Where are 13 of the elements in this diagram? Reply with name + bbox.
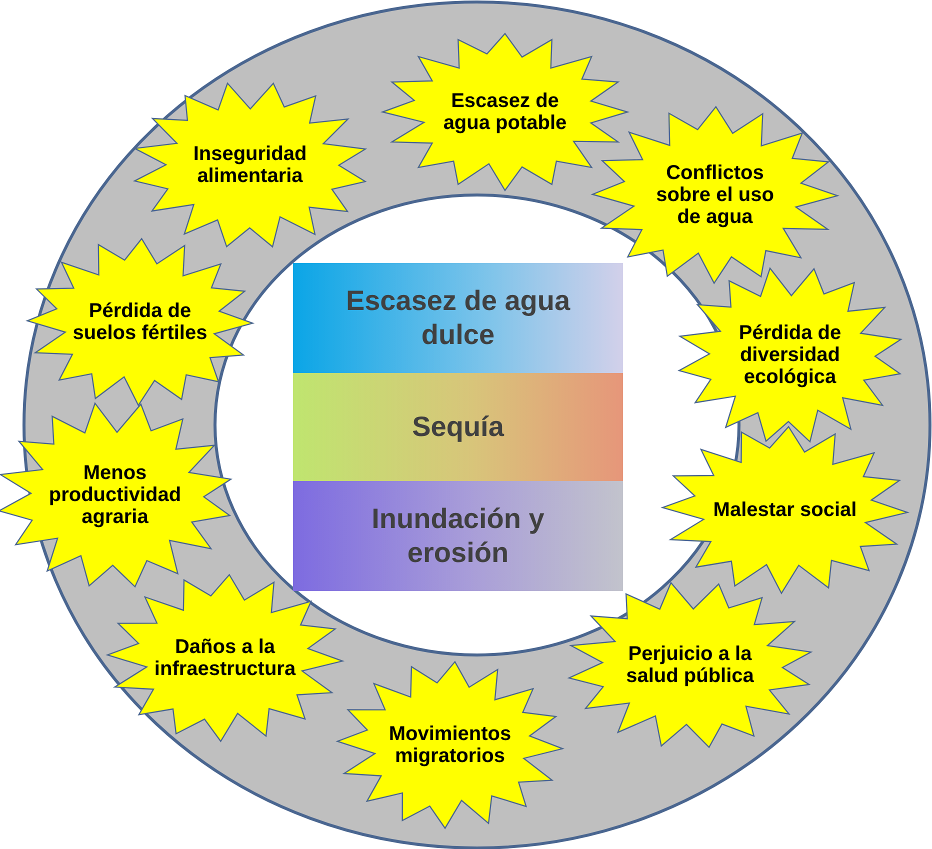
category-band: Sequía	[293, 373, 623, 481]
starburst-label: Daños a la infraestructura	[153, 636, 297, 680]
category-band: Inundación y erosión	[293, 481, 623, 591]
starburst-label: Escasez de agua potable	[442, 90, 568, 134]
category-band: Escasez de agua dulce	[293, 263, 623, 373]
starburst-label: Inseguridad alimentaria	[192, 143, 308, 187]
starburst-label: Conflictos sobre el uso de agua	[655, 162, 775, 228]
starburst-label: Malestar social	[712, 499, 858, 521]
starburst-label: Movimientos migratorios	[388, 723, 512, 767]
starburst-label: Perjuicio a la salud pública	[625, 643, 755, 687]
starburst-label: Pérdida de suelos fértiles	[72, 300, 208, 344]
starburst-label: Pérdida de diversidad ecológica	[738, 322, 842, 388]
starburst-label: Menos productividad agraria	[48, 462, 182, 528]
